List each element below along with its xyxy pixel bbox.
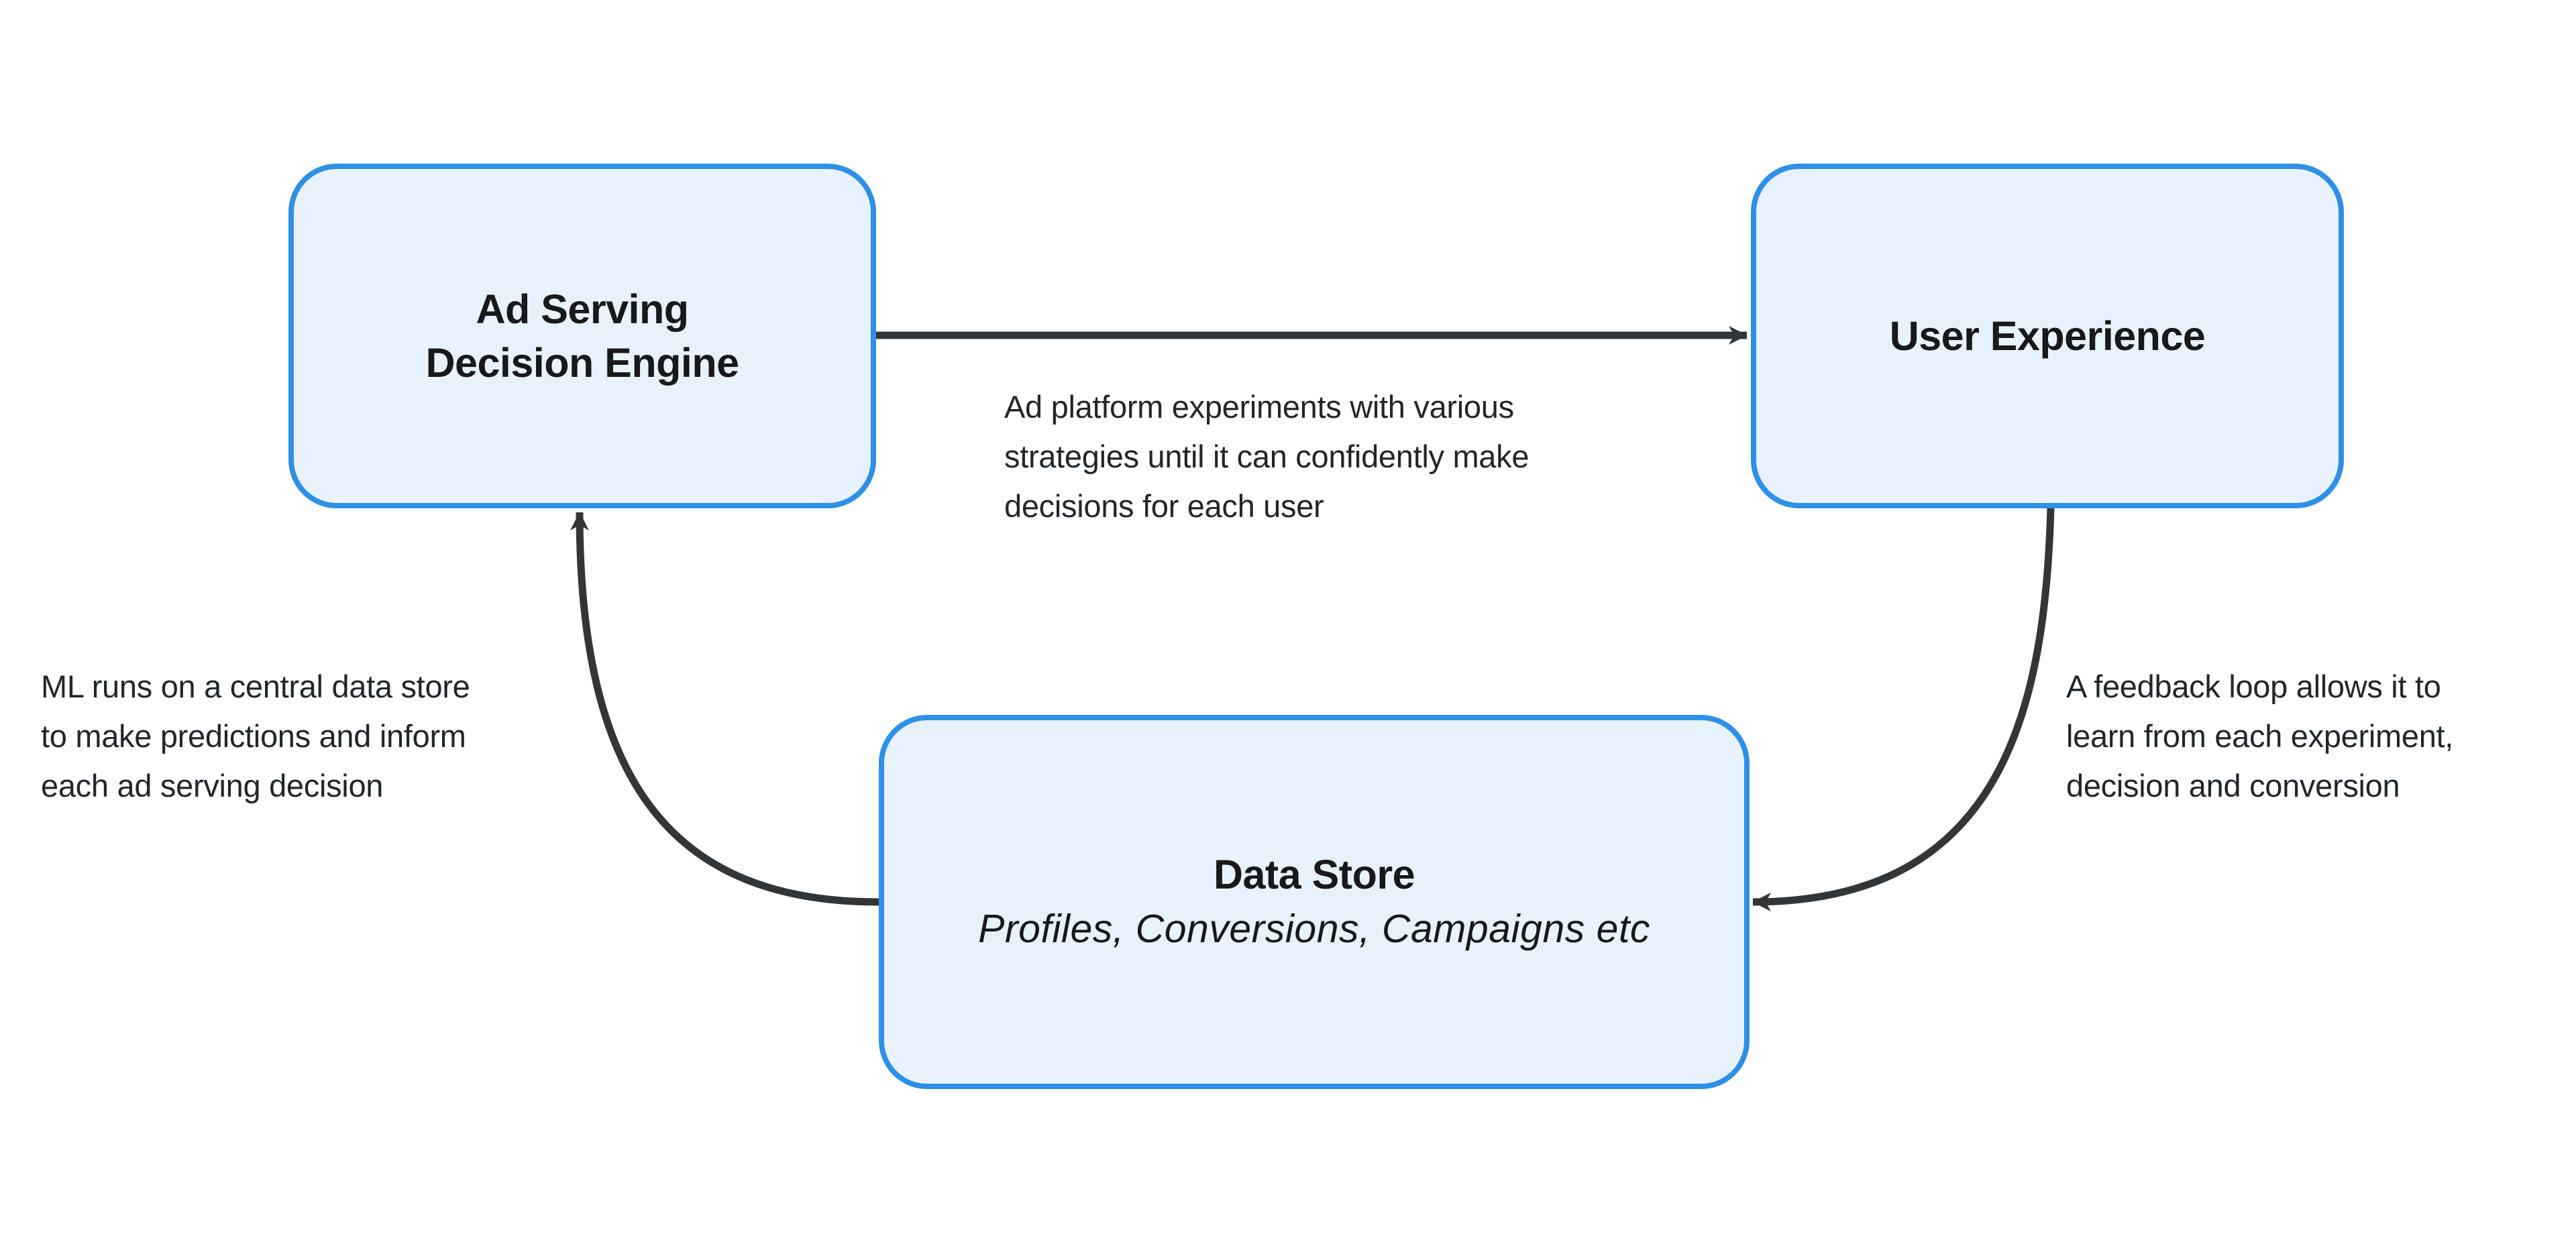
annotation-experiments: Ad platform experiments with various str…: [1004, 389, 1529, 524]
node-title: Ad Serving Decision Engine: [425, 286, 739, 386]
node-ad-serving-decision-engine: Ad Serving Decision Engine: [288, 164, 876, 508]
annotation-ml-data-store: ML runs on a central data store to make …: [41, 669, 470, 803]
node-title: Data Store: [1213, 852, 1415, 897]
node-user-experience: User Experience: [1751, 164, 2344, 508]
node-subtitle: Profiles, Conversions, Campaigns etc: [978, 907, 1650, 951]
node-title: User Experience: [1889, 313, 2206, 359]
node-data-store: Data Store Profiles, Conversions, Campai…: [879, 715, 1750, 1089]
annotation-feedback-loop: A feedback loop allows it to learn from …: [2066, 669, 2454, 803]
arrow-ux-to-datastore: [1752, 508, 2055, 911]
arrow-datastore-to-decision: [570, 512, 879, 906]
